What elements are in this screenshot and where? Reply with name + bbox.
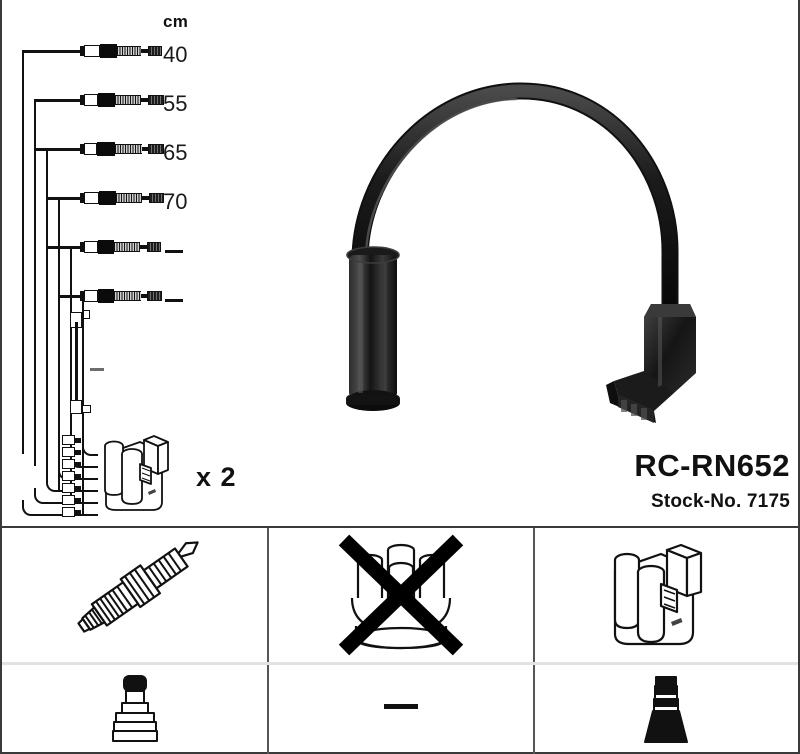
- dash-icon: [384, 704, 418, 709]
- panel-divider-sub: [2, 662, 798, 665]
- cable-schematic-row: [34, 142, 174, 156]
- extra-cable-schematic: [62, 308, 108, 420]
- coil-boot-icon: [534, 666, 798, 748]
- product-name: RC-RN652: [634, 448, 790, 483]
- ignition-coil-icon: [534, 528, 798, 656]
- legend-cell-spark-plug: [2, 528, 267, 662]
- cable-schematic-row: [34, 93, 169, 107]
- product-photo-ignition-cable: [318, 55, 718, 435]
- distributor-cap-icon: [268, 528, 533, 660]
- bundle-trunk: [70, 246, 72, 502]
- legend-cell-coil-boot: [534, 666, 798, 752]
- extra-cable-bottom-connector: [70, 400, 82, 414]
- cable-schematic-row: [47, 240, 182, 254]
- legend-cell-spark-plug-boot: [2, 666, 267, 752]
- length-label-2: 55: [163, 91, 188, 116]
- bundle-trunk: [82, 295, 84, 514]
- spark-plug-icon: [2, 528, 267, 656]
- bundle-trunk: [22, 50, 24, 454]
- frame-border-right: [798, 0, 800, 754]
- length-label-1: 40: [163, 42, 188, 67]
- bundle-plug-end: [62, 459, 81, 469]
- coil-pack-icon-small: [96, 428, 182, 516]
- bundle-plug-end: [62, 471, 81, 481]
- extra-cable-top-tab: [83, 310, 90, 319]
- bundle-trunk: [34, 99, 36, 466]
- panel-divider-vertical-1: [267, 528, 269, 754]
- cable-schematic-row: [47, 191, 182, 205]
- bundle-elbow: [22, 500, 98, 516]
- length-label-4: 70: [163, 189, 188, 214]
- bundle-plug-end: [62, 447, 81, 457]
- legend-cell-distributor-cap: [268, 528, 533, 662]
- bundle-elbow: [58, 464, 98, 480]
- cross-out-icon: [338, 534, 463, 656]
- frame-border-bottom: [0, 752, 800, 754]
- quantity-label: x 2: [196, 462, 237, 492]
- frame-border-left: [0, 0, 2, 754]
- extra-cable-wire: [75, 322, 78, 406]
- cable-schematic-row: [22, 44, 162, 58]
- bundle-plug-end: [62, 435, 81, 445]
- length-dash-6: [165, 299, 183, 302]
- product-stock-no: Stock-No. 7175: [650, 491, 790, 512]
- bundle-plug-end: [62, 495, 81, 505]
- panel-divider-vertical-2: [533, 528, 535, 754]
- legend-cell-distributor-none: [268, 666, 533, 752]
- bundle-plug-end: [62, 483, 81, 493]
- unit-header: cm: [163, 12, 189, 31]
- panel-divider-horizontal: [0, 526, 800, 528]
- extra-cable-length-dash: [90, 368, 104, 371]
- bundle-trunk: [58, 197, 60, 490]
- legend-cell-ignition-coil: [534, 528, 798, 662]
- extra-cable-bottom-tab: [82, 405, 91, 413]
- length-label-3: 65: [163, 140, 188, 165]
- spark-plug-boot-icon: [2, 666, 267, 748]
- bundle-plug-end: [62, 507, 81, 517]
- bundle-trunk: [46, 148, 48, 478]
- length-dash-5: [165, 250, 183, 253]
- cable-length-schematic: cm 40 55: [0, 0, 300, 526]
